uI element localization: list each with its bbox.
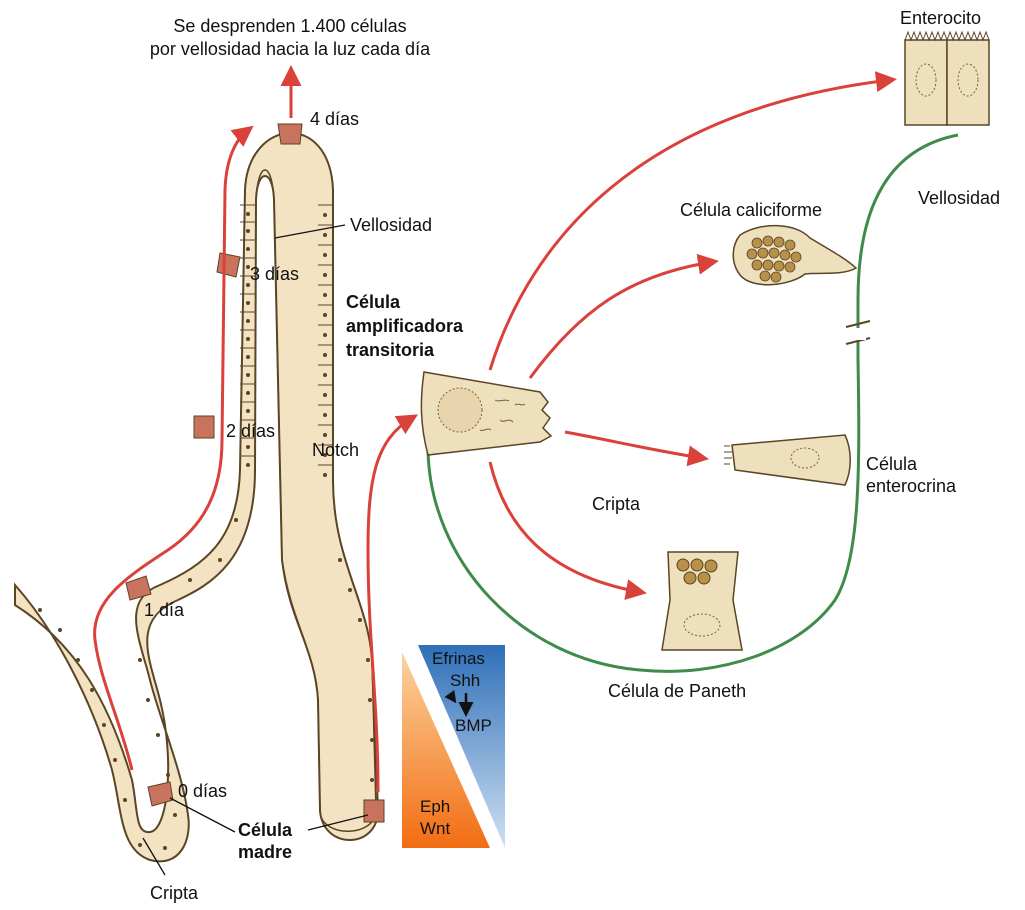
marked-cell-day3	[217, 253, 240, 277]
enterocyte-microvilli	[905, 32, 989, 40]
marked-cell-right-crypt	[364, 800, 384, 822]
label-crypt-bottom: Cripta	[150, 883, 199, 903]
gradient-bmp: BMP	[455, 716, 492, 735]
label-transit-1: Célula	[346, 292, 401, 312]
label-paneth: Célula de Paneth	[608, 681, 746, 701]
enterocyte-cells	[905, 32, 989, 125]
label-2-dias: 2 días	[226, 421, 275, 441]
goblet-cell	[733, 226, 856, 285]
label-villus: Vellosidad	[350, 215, 432, 235]
enteroendocrine-cell	[724, 435, 850, 485]
epithelium	[15, 124, 384, 861]
label-0-dias: 0 días	[178, 781, 227, 801]
arrow-to-goblet	[530, 262, 712, 378]
label-crypt-middle: Cripta	[592, 494, 641, 514]
arrow-to-paneth	[490, 462, 640, 592]
caption-line1: Se desprenden 1.400 células	[173, 16, 406, 36]
label-notch: Notch	[312, 440, 359, 460]
gradient-efrinas: Efrinas	[432, 649, 485, 668]
label-stem-cell-1: Célula	[238, 820, 293, 840]
enterocyte-left	[905, 40, 947, 125]
label-goblet: Célula caliciforme	[680, 200, 822, 220]
enterocyte-right	[947, 40, 989, 125]
arrow-to-enteroendocrine	[565, 432, 702, 458]
label-1-dia: 1 día	[144, 600, 185, 620]
label-4-dias: 4 días	[310, 109, 359, 129]
villus-migration-arrow	[95, 130, 248, 770]
label-transit-3: transitoria	[346, 340, 435, 360]
label-stem-cell-2: madre	[238, 842, 292, 862]
label-transit-2: amplificadora	[346, 316, 464, 336]
paneth-cell	[662, 552, 742, 650]
label-3-dias: 3 días	[250, 264, 299, 284]
label-villus-right: Vellosidad	[918, 188, 1000, 208]
enteroendocrine-cell-body	[732, 435, 850, 485]
label-enteroendocrine-1: Célula	[866, 454, 918, 474]
marked-cell-day4	[278, 124, 302, 144]
transit-cell-nucleus	[438, 388, 482, 432]
transit-amplifying-cell	[421, 372, 551, 455]
caption-line2: por vellosidad hacia la luz cada día	[150, 39, 431, 59]
gradient-shh: Shh	[450, 671, 480, 690]
gradient-wnt: Wnt	[420, 819, 451, 838]
marked-cell-day2	[194, 416, 214, 438]
label-enterocyte: Enterocito	[900, 8, 981, 28]
label-enteroendocrine-2: enterocrina	[866, 476, 957, 496]
epithelium-band	[15, 133, 378, 861]
arrow-to-enterocyte	[490, 80, 890, 370]
gradient-eph: Eph	[420, 797, 450, 816]
